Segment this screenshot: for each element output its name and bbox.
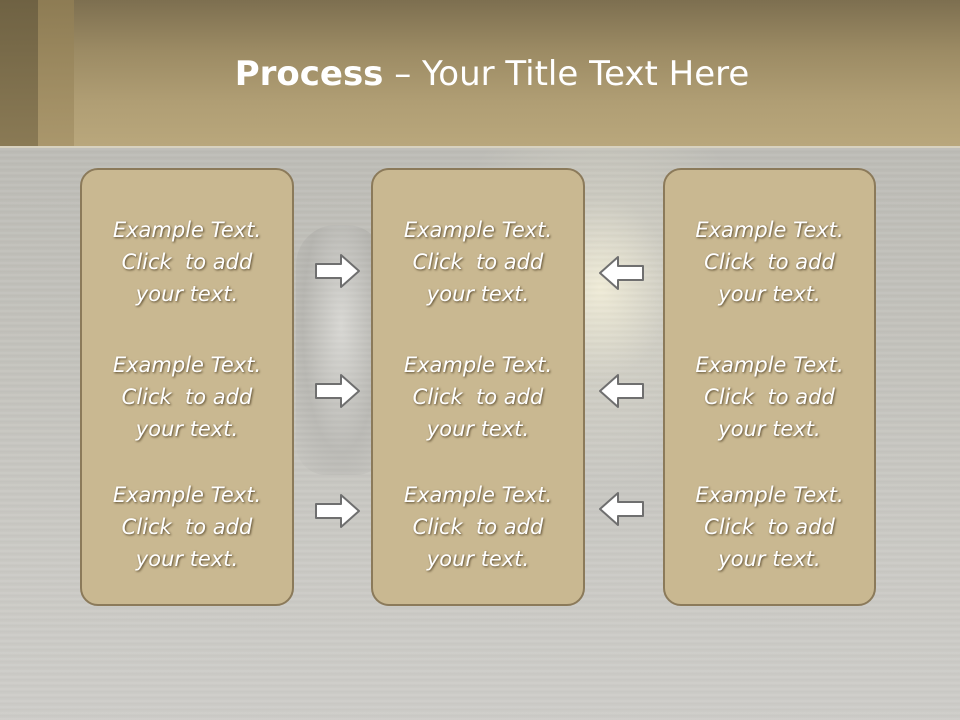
- process-box-center[interactable]: Example Text. Click to add your text. Ex…: [371, 168, 585, 606]
- arrow-left-icon[interactable]: [597, 253, 645, 293]
- text-line: Example Text.: [403, 483, 553, 507]
- process-box-left[interactable]: Example Text. Click to add your text. Ex…: [80, 168, 294, 606]
- arrow-left-icon[interactable]: [597, 371, 645, 411]
- text-line: Click to add: [121, 515, 253, 539]
- banner-stripe: [0, 0, 38, 146]
- process-box-right[interactable]: Example Text. Click to add your text. Ex…: [663, 168, 876, 606]
- arrow-left-icon[interactable]: [597, 489, 645, 529]
- title-rest-text: – Your Title Text Here: [383, 54, 750, 94]
- arrow-right-icon[interactable]: [314, 251, 362, 291]
- text-line: Example Text.: [112, 483, 262, 507]
- text-placeholder[interactable]: Example Text. Click to add your text.: [665, 349, 874, 445]
- text-line: Click to add: [704, 515, 835, 539]
- text-placeholder[interactable]: Example Text. Click to add your text.: [373, 214, 583, 310]
- text-line: Click to add: [412, 385, 544, 409]
- text-line: your text.: [426, 547, 530, 571]
- text-line: Example Text.: [403, 353, 553, 377]
- arrow-right-icon[interactable]: [314, 491, 362, 531]
- banner-stripe: [38, 0, 74, 146]
- text-placeholder[interactable]: Example Text. Click to add your text.: [82, 349, 292, 445]
- text-placeholder[interactable]: Example Text. Click to add your text.: [373, 349, 583, 445]
- text-line: Example Text.: [695, 353, 844, 377]
- arrow-right-icon[interactable]: [314, 371, 362, 411]
- text-line: Click to add: [412, 250, 544, 274]
- text-line: Click to add: [121, 385, 253, 409]
- text-placeholder[interactable]: Example Text. Click to add your text.: [82, 479, 292, 575]
- text-line: your text.: [718, 282, 821, 306]
- text-line: Example Text.: [112, 353, 262, 377]
- text-line: Click to add: [412, 515, 544, 539]
- text-placeholder[interactable]: Example Text. Click to add your text.: [665, 479, 874, 575]
- title-bold-text: Process: [234, 54, 384, 94]
- text-line: your text.: [135, 417, 239, 441]
- text-placeholder[interactable]: Example Text. Click to add your text.: [82, 214, 292, 310]
- text-placeholder[interactable]: Example Text. Click to add your text.: [665, 214, 874, 310]
- text-line: Example Text.: [695, 483, 844, 507]
- text-line: Example Text.: [403, 218, 553, 242]
- text-line: your text.: [718, 547, 821, 571]
- slide-title[interactable]: Process – Your Title Text Here: [0, 54, 960, 94]
- text-line: your text.: [135, 282, 239, 306]
- text-line: Click to add: [121, 250, 253, 274]
- title-banner: Process – Your Title Text Here: [0, 0, 960, 148]
- text-line: Example Text.: [112, 218, 262, 242]
- text-line: Click to add: [704, 250, 835, 274]
- text-line: your text.: [135, 547, 239, 571]
- text-line: your text.: [718, 417, 821, 441]
- text-line: Click to add: [704, 385, 835, 409]
- text-placeholder[interactable]: Example Text. Click to add your text.: [373, 479, 583, 575]
- text-line: Example Text.: [695, 218, 844, 242]
- text-line: your text.: [426, 417, 530, 441]
- text-line: your text.: [426, 282, 530, 306]
